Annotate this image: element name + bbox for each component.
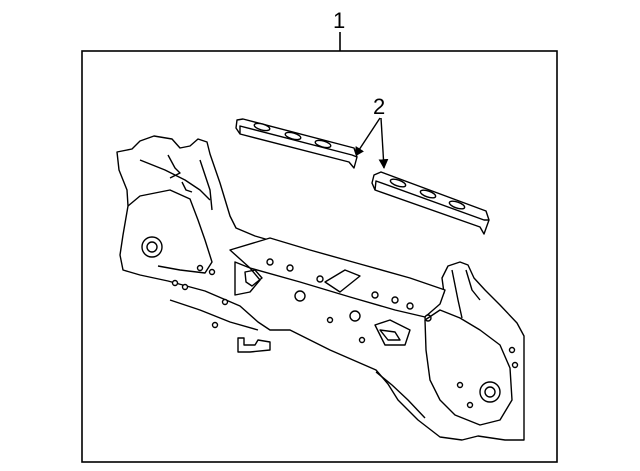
rear-floor-pan-assembly bbox=[116, 135, 525, 441]
callout-leader-2b bbox=[378, 117, 389, 169]
callout-leader-2a bbox=[354, 117, 381, 157]
lower-reinforcement-bracket bbox=[371, 171, 490, 235]
callout-number-2: 2 bbox=[373, 94, 385, 119]
upper-reinforcement-bracket bbox=[235, 118, 358, 169]
diagram-frame bbox=[81, 50, 558, 463]
callout-number-1: 1 bbox=[333, 8, 345, 33]
